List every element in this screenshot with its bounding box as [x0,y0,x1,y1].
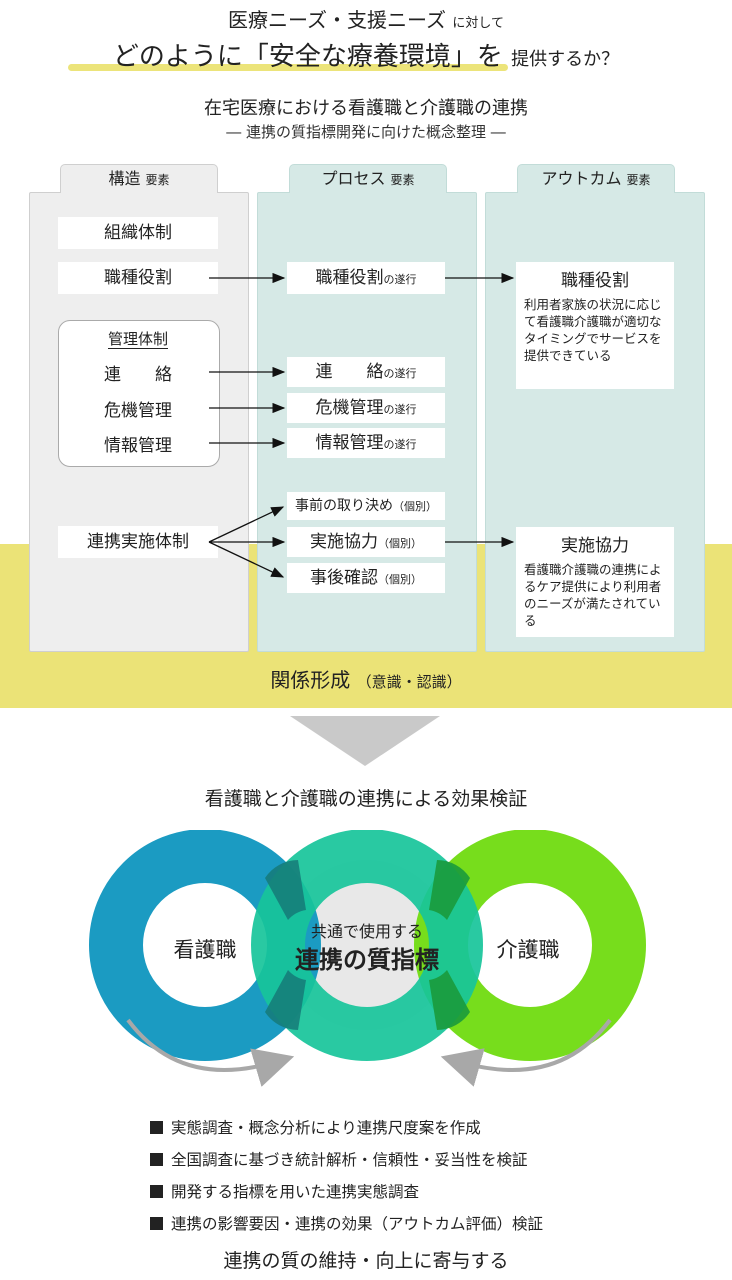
outcome-coop-box: 実施協力 看護職介護職の連携によるケア提供により利用者のニーズが満たされている [516,527,674,637]
process-contact-label: 連 絡 [315,362,384,382]
process-prior-suffix: （個別） [393,500,437,513]
management-frame [58,320,220,467]
header-line1-small: に対して [452,16,504,31]
overlap-left-top [265,860,306,920]
management-title-label: 管理体制 [107,330,168,349]
outcome-tab-label: アウトカム [541,169,622,188]
band-label-main: 関係形成 [270,668,351,692]
highlight-underline [68,64,508,71]
outcome-coop-title: 実施協力 [561,536,629,556]
header-line2-small: 提供するか？ [511,49,620,70]
process-coop-suffix: （個別） [378,537,422,550]
process-coop-label: 実施協力 [310,532,378,552]
bullet-text: 連携の影響要因・連携の効果（アウトカム評価）検証 [171,1215,544,1233]
process-coop-box: 実施協力（個別） [287,527,445,557]
overlap-left-bottom [265,970,306,1030]
process-info-label: 情報管理 [315,433,384,453]
management-title: 管理体制 [58,328,218,349]
square-bullet-icon [150,1185,163,1198]
overlap-right-top [429,860,470,920]
structure-contact: 連 絡 [104,365,172,385]
square-bullet-icon [150,1121,163,1134]
header-line1: 医療ニーズ・支援ニーズ に対して [0,4,732,33]
structure-collab-box: 連携実施体制 [58,526,218,558]
structure-org-label: 組織体制 [104,223,172,243]
process-prior-label: 事前の取り決め [295,498,393,514]
bullet-item: 全国調査に基づき統計解析・信頼性・妥当性を検証 [150,1144,543,1176]
bullet-text: 全国調査に基づき統計解析・信頼性・妥当性を検証 [171,1151,528,1169]
down-arrow-icon [290,716,440,766]
structure-collab-label: 連携実施体制 [87,532,189,552]
process-role-suffix: の遂行 [383,273,417,286]
square-bullet-icon [150,1217,163,1230]
square-bullet-icon [150,1153,163,1166]
structure-role-box: 職種役割 [58,262,218,294]
outcome-tab: アウトカム 要素 [517,164,675,193]
header-line2-main: どのように「安全な療養環境」を [112,42,503,72]
arrow-collab-to-post [208,541,285,578]
structure-tab: 構造 要素 [60,164,218,193]
process-tab-suffix: 要素 [390,173,415,187]
process-crisis-box: 危機管理の遂行 [287,393,445,423]
process-post-suffix: （個別） [378,573,422,586]
band-label-suffix: （意識・認識） [356,673,462,691]
subtitle: 在宅医療における看護職と介護職の連携 [204,98,528,119]
outcome-role-body: 利用者家族の状況に応じて看護職介護職が適切なタイミングでサービスを提供できている [524,297,662,363]
structure-role-label: 職種役割 [104,268,172,288]
process-role-label: 職種役割 [315,268,384,288]
process-crisis-label: 危機管理 [315,398,384,418]
structure-tab-suffix: 要素 [145,173,170,187]
subtitle-2: ― 連携の質指標開発に向けた概念整理 ― [226,123,506,141]
outcome-coop-body: 看護職介護職の連携によるケア提供により利用者のニーズが満たされている [524,562,662,628]
outcome-role-title: 職種役割 [561,271,629,291]
ring-center-small-label: 共通で使用する [310,922,423,941]
process-info-suffix: の遂行 [383,438,417,451]
center-fill [282,860,452,1030]
ring-center [251,830,483,1061]
connector-arrows [208,272,515,578]
bullet-text: 実態調査・概念分析により連携尺度案を作成 [171,1119,481,1137]
process-post-label: 事後確認 [310,568,378,588]
process-prior-box: 事前の取り決め（個別） [287,492,445,520]
cycle-arrow-left-icon [126,1018,295,1087]
process-role-box: 職種役割の遂行 [287,262,445,294]
process-crisis-suffix: の遂行 [383,403,417,416]
process-info-box: 情報管理の遂行 [287,428,445,458]
header-line1-main: 医療ニーズ・支援ニーズ [228,8,446,32]
rings-diagram [89,830,646,1087]
footer-text: 連携の質の維持・向上に寄与する [223,1250,509,1272]
ring-center-big-label: 連携の質指標 [295,946,439,974]
outcome-role-box: 職種役割 利用者家族の状況に応じて看護職介護職が適切なタイミングでサービスを提供… [516,262,674,389]
header-line2: どのように「安全な療養環境」を 提供するか？ [0,36,732,73]
process-tab-label: プロセス [321,169,386,188]
process-contact-suffix: の遂行 [383,367,417,380]
effect-title: 看護職と介護職の連携による効果検証 [204,788,528,810]
arrow-collab-to-prior [208,506,285,543]
cycle-arrow-right-icon [440,1018,612,1087]
process-contact-box: 連 絡の遂行 [287,357,445,387]
bullet-item: 開発する指標を用いた連携実態調査 [150,1176,543,1208]
ring-left-label: 看護職 [173,938,237,962]
bullet-text: 開発する指標を用いた連携実態調査 [171,1183,420,1201]
process-post-box: 事後確認（個別） [287,563,445,593]
band-label: 関係形成 （意識・認識） [0,664,732,693]
bullet-item: 実態調査・概念分析により連携尺度案を作成 [150,1112,543,1144]
structure-info: 情報管理 [104,436,172,456]
structure-crisis: 危機管理 [104,401,172,421]
structure-tab-label: 構造 [108,169,141,188]
bullet-item: 連携の影響要因・連携の効果（アウトカム評価）検証 [150,1208,543,1240]
process-tab: プロセス 要素 [289,164,447,193]
bullet-list: 実態調査・概念分析により連携尺度案を作成 全国調査に基づき統計解析・信頼性・妥当… [150,1112,543,1240]
ring-right-label: 介護職 [496,938,560,962]
overlap-right-bottom [429,970,470,1030]
outcome-tab-suffix: 要素 [626,173,651,187]
structure-org-box: 組織体制 [58,217,218,249]
